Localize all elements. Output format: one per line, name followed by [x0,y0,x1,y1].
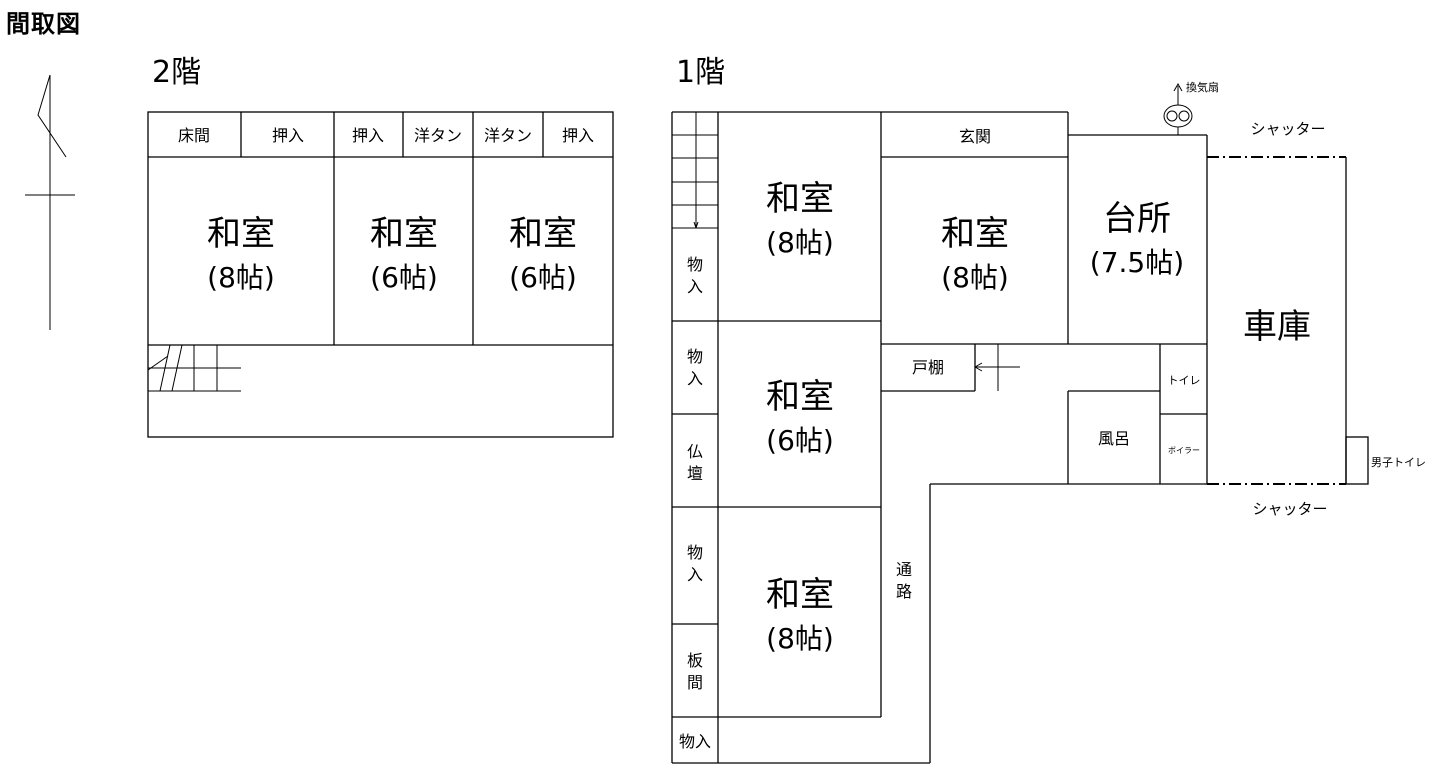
f2-top-label-5: 洋タン [484,126,532,145]
f1-room-left-b-name: 和室 [766,377,834,417]
floor1-plan [671,82,1369,764]
side-label-3b: 壇 [687,464,703,483]
side-label-1b: 入 [687,277,703,296]
corridor-label-a: 通 [896,560,912,579]
side-label-2b: 入 [687,369,703,388]
side-label-4b: 入 [687,565,703,584]
stairs-2f [147,344,241,392]
f2-room-1-name: 和室 [207,214,275,254]
todana-label: 戸棚 [912,358,944,377]
f1-room-left-c-size: (8帖) [766,622,834,655]
garage-label: 車庫 [1243,307,1311,347]
f1-room-left-a-name: 和室 [766,179,834,219]
stairs-1f [672,112,718,229]
f2-room-2-name: 和室 [370,214,438,254]
side-label-5b: 間 [687,673,703,692]
kitchen-name: 台所 [1103,199,1171,239]
f1-room-center-name: 和室 [941,214,1009,254]
fan-label: 換気扇 [1186,80,1219,94]
f2-top-label-2: 押入 [272,126,304,145]
side-label-1a: 物 [687,255,703,274]
f2-top-label-6: 押入 [562,126,594,145]
floor2-plan [147,111,614,438]
bath-label: 風呂 [1098,429,1130,448]
mens-toilet-label: 男子トイレ [1371,456,1426,469]
side-label-5a: 板 [687,651,703,670]
f1-room-center-size: (8帖) [941,261,1009,294]
f2-top-label-4: 洋タン [414,126,462,145]
side-label-4a: 物 [687,543,703,562]
f2-room-2-size: (6帖) [370,261,438,294]
page-title: 間取図 [6,10,81,38]
f1-room-left-b-size: (6帖) [766,424,834,457]
f2-room-1-size: (8帖) [207,261,275,294]
shutter-top-label: シャッター [1250,120,1325,138]
north-arrow-icon [25,74,75,330]
f1-room-left-c-name: 和室 [766,575,834,615]
f2-room-3-size: (6帖) [509,261,577,294]
side-label-3a: 仏 [687,442,703,461]
side-label-2a: 物 [687,347,703,366]
side-label-6: 物入 [679,732,711,751]
floor1-label: 1階 [676,55,725,90]
toilet-label: トイレ [1168,374,1201,387]
entrance-label: 玄関 [959,127,991,146]
corridor-label-b: 路 [896,582,912,601]
boiler-label: ボイラー [1168,446,1200,455]
f2-top-label-3: 押入 [352,126,384,145]
fan-icon [1163,82,1193,135]
floor2-label: 2階 [152,55,201,90]
kitchen-size: (7.5帖) [1090,246,1184,279]
f1-room-left-a-size: (8帖) [766,226,834,259]
f2-room-3-name: 和室 [509,214,577,254]
shutter-bottom-label: シャッター [1252,500,1327,518]
f2-top-label-1: 床間 [178,126,210,145]
